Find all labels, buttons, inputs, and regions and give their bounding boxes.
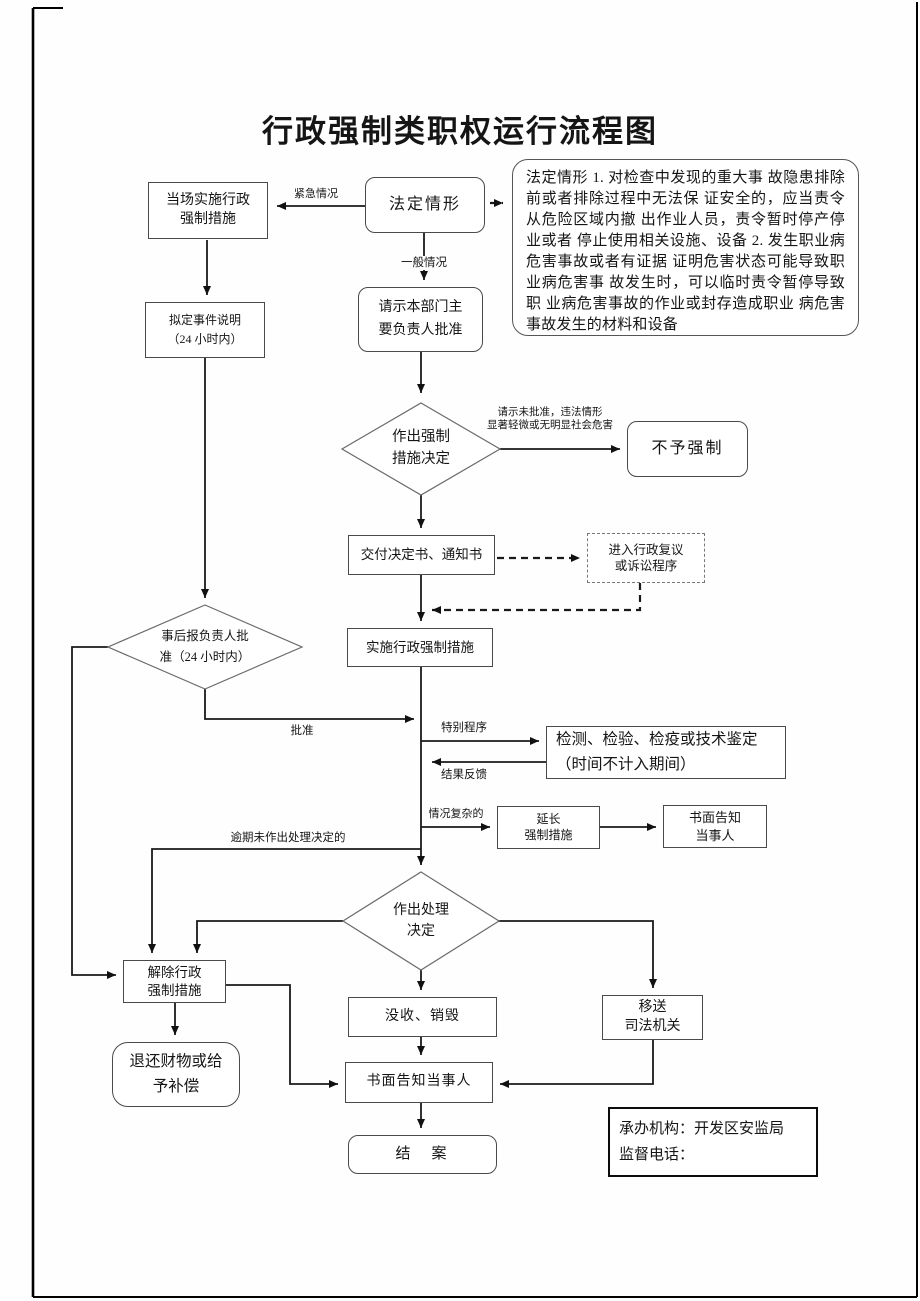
- node-legal-text: 法定情形 1. 对检查中发现的重大事 故隐患排除前或者排除过程中无法保 证安全的…: [512, 159, 859, 336]
- arrow-afterward-approved-to-mainline: [204, 689, 414, 723]
- node-scene-enforce-line1: 当场实施行政: [166, 193, 250, 209]
- node-extend: 延长 强制措施: [497, 806, 600, 849]
- node-release-line1: 解除行政: [147, 964, 202, 980]
- node-transfer-line2: 司法机关: [624, 1018, 681, 1034]
- node-extend-line1: 延长: [536, 811, 561, 826]
- edge-label-emergency: 紧急情况: [280, 188, 352, 202]
- edge-label-special-procedure: 特别程序: [431, 721, 497, 736]
- node-afterward-approval-label: 事后报负责人批 准（24 小时内）: [120, 617, 290, 677]
- node-release: 解除行政 强制措施: [123, 960, 226, 1003]
- diamond-afterward-approval: [106, 604, 304, 690]
- node-request-approval-line1: 请示本部门主: [378, 300, 463, 316]
- node-notify-right-line1: 书面告知: [688, 810, 741, 826]
- node-confiscate: 没收、销毁: [348, 997, 497, 1037]
- node-refund-line2: 予补偿: [152, 1077, 200, 1095]
- arrow-process-to-release: [193, 920, 343, 953]
- node-draft-statement: 拟定事件说明 （24 小时内）: [145, 302, 265, 358]
- node-notify-bottom: 书面告知当事人: [345, 1062, 493, 1103]
- node-request-approval-line2: 要负责人批准: [378, 322, 463, 338]
- node-review-procedure-line1: 进入行政复议: [608, 542, 684, 557]
- node-extend-line2: 强制措施: [524, 827, 573, 842]
- node-scene-enforce: 当场实施行政 强制措施: [148, 182, 268, 239]
- node-afterward-line2: 准（24 小时内）: [159, 650, 251, 664]
- node-close-case: 结 案: [348, 1135, 497, 1174]
- arrow-overdue-to-release: [148, 848, 421, 953]
- dashed-arrow-review-to-mainline: [432, 583, 642, 614]
- node-inspection-line1: 检测、检验、检疫或技术鉴定: [556, 731, 758, 749]
- node-review-procedure-line2: 或诉讼程序: [614, 559, 678, 573]
- edge-label-overdue: 逾期未作出处理决定的: [222, 831, 354, 846]
- node-decision-line1: 作出强制: [392, 429, 450, 446]
- node-agency-line2: 监督电话：: [619, 1147, 695, 1163]
- edge-label-complex-case: 情况复杂的: [424, 808, 488, 822]
- node-notify-right: 书面告知 当事人: [663, 805, 767, 848]
- diamond-decision: [340, 402, 502, 496]
- node-scene-enforce-line2: 强制措施: [180, 211, 236, 227]
- node-inspection-line2: （时间不计入期间）: [556, 755, 696, 773]
- node-draft-statement-line2: （24 小时内）: [167, 332, 243, 346]
- diamond-process-decision: [341, 871, 501, 971]
- arrow-transfer-to-notifybottom: [500, 1040, 654, 1088]
- arrow-process-to-transfer: [498, 920, 657, 988]
- edge-label-result-feedback: 结果反馈: [431, 768, 497, 783]
- node-process-line2: 决定: [407, 924, 435, 939]
- edge-label-not-approved: 请示未批准，违法情形 显著轻微或无明显社会危害: [466, 406, 634, 432]
- node-agency-info: 承办机构：开发区安监局 监督电话：: [608, 1107, 818, 1177]
- node-review-procedure: 进入行政复议 或诉讼程序: [587, 533, 705, 583]
- node-refund: 退还财物或给 予补偿: [112, 1042, 240, 1107]
- arrow-release-to-notifybottom: [226, 984, 338, 1088]
- node-notify-right-line2: 当事人: [695, 827, 735, 843]
- edge-label-not-approved-line1: 请示未批准，违法情形: [497, 407, 603, 418]
- node-agency-line1: 承办机构：开发区安监局: [619, 1120, 785, 1137]
- node-transfer: 移送 司法机关: [602, 995, 703, 1040]
- node-process-line1: 作出处理: [393, 903, 449, 918]
- node-deliver-docs: 交付决定书、通知书: [348, 535, 495, 575]
- node-transfer-line1: 移送: [638, 1000, 667, 1016]
- page-title: 行政强制类职权运行流程图: [262, 114, 658, 149]
- node-refund-line1: 退还财物或给: [129, 1053, 223, 1071]
- node-no-enforce: 不予强制: [627, 421, 748, 477]
- node-implement: 实施行政强制措施: [347, 628, 493, 667]
- node-decision-line2: 措施决定: [392, 451, 450, 467]
- node-draft-statement-line1: 拟定事件说明: [168, 312, 241, 327]
- arrow-afterward-left-to-release: [71, 646, 116, 979]
- node-request-approval: 请示本部门主 要负责人批准: [358, 287, 483, 352]
- node-afterward-line1: 事后报负责人批: [161, 628, 249, 643]
- node-process-decision-label: 作出处理 决定: [351, 892, 491, 950]
- edge-label-not-approved-line2: 显著轻微或无明显社会危害: [487, 420, 613, 432]
- node-legal-situation: 法定情形: [365, 177, 485, 233]
- edge-label-general: 一般情况: [393, 256, 455, 271]
- edge-label-approved: 批准: [281, 724, 323, 739]
- node-decision-label: 作出强制 措施决定: [351, 415, 491, 483]
- node-release-line2: 强制措施: [147, 982, 202, 998]
- node-inspection: 检测、检验、检疫或技术鉴定 （时间不计入期间）: [546, 726, 786, 779]
